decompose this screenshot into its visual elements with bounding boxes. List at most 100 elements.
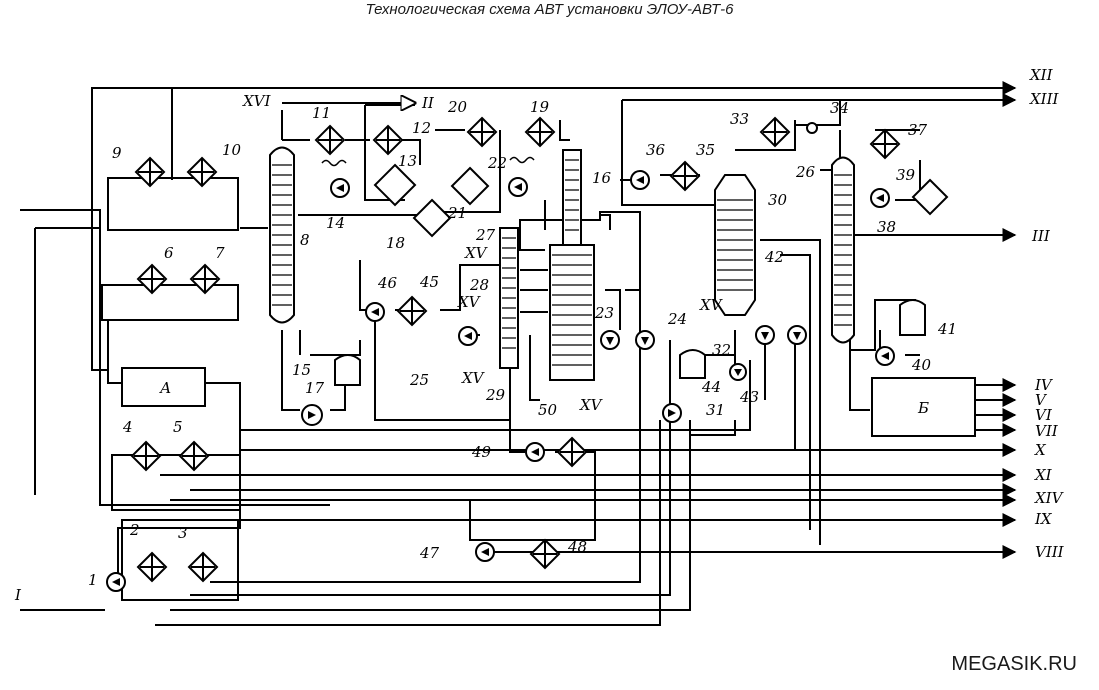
label-10: 10 (222, 141, 242, 159)
stream-vi: VI (1035, 406, 1053, 424)
label-37: 37 (908, 121, 928, 139)
label-16: 16 (592, 169, 612, 187)
stream-xv-30: XV (699, 296, 724, 314)
pipe-xiii-drop (621, 100, 715, 206)
vessel-39 (911, 178, 949, 216)
label-49: 49 (471, 443, 492, 461)
vessel-41 (899, 299, 926, 336)
label-14: 14 (326, 214, 345, 232)
label-26: 26 (795, 163, 816, 181)
label-27: 27 (475, 226, 496, 244)
label-1: 1 (88, 571, 98, 589)
block-b-label: Б (917, 399, 929, 417)
heat-exchangers (130, 116, 901, 583)
pipelines (20, 81, 1015, 626)
hx-20 (466, 116, 498, 148)
label-48: 48 (567, 538, 587, 556)
hx-12 (372, 124, 404, 156)
label-45: 45 (419, 273, 439, 291)
label-44: 44 (701, 378, 721, 396)
label-9: 9 (112, 144, 122, 162)
pipe-left-2 (34, 227, 100, 495)
hx-37 (869, 128, 901, 160)
pipe-xii-drop (91, 88, 108, 371)
air-coolers (321, 156, 535, 167)
hx-11 (314, 124, 346, 156)
stream-xiii: XIII (1029, 90, 1060, 108)
hx-10 (186, 156, 218, 188)
hx-7 (189, 263, 221, 295)
label-4: 4 (122, 418, 133, 436)
vessel-18 (412, 198, 452, 238)
label-22: 22 (487, 154, 507, 172)
vessel-44 (679, 349, 706, 379)
label-47: 47 (419, 544, 440, 562)
label-30: 30 (768, 191, 788, 209)
ejector-34 (806, 122, 818, 134)
stream-ix: IX (1034, 510, 1053, 528)
label-43: 43 (739, 388, 759, 406)
stream-i: I (14, 586, 22, 604)
stream-vii: VII (1035, 422, 1059, 440)
label-8: 8 (300, 231, 310, 249)
label-41: 41 (937, 320, 957, 338)
label-12: 12 (412, 119, 431, 137)
stream-ii: II (421, 94, 435, 112)
diagram-title: Технологическая схема АВТ установки ЭЛОУ… (365, 1, 734, 18)
stream-xv-29: XV (461, 369, 486, 387)
stream-xv-27: XV (464, 244, 489, 262)
label-21: 21 (447, 204, 467, 222)
label-13: 13 (398, 152, 417, 170)
label-17: 17 (305, 379, 325, 397)
vessels (334, 163, 949, 386)
label-3: 3 (178, 524, 188, 542)
label-32: 32 (712, 341, 731, 359)
label-38: 38 (877, 218, 896, 236)
stream-v: V (1035, 391, 1048, 409)
hx-6 (136, 263, 168, 295)
stream-iii: III (1031, 227, 1051, 245)
hx-4 (130, 440, 162, 472)
watermark: MEGASIK.RU (951, 653, 1077, 675)
hx-5 (178, 440, 210, 472)
block-a-label: А (159, 379, 171, 397)
hx-33 (759, 116, 791, 148)
vessel-13 (373, 163, 417, 207)
label-20: 20 (447, 98, 468, 116)
label-11: 11 (312, 104, 331, 122)
label-29: 29 (485, 386, 506, 404)
hx-2 (136, 551, 168, 583)
column-26 (831, 156, 855, 344)
stream-viii: VIII (1035, 543, 1065, 561)
vessel-15 (334, 354, 361, 386)
hx-45 (396, 295, 428, 327)
block-a (121, 367, 206, 407)
label-39: 39 (896, 166, 916, 184)
pipe-left-1 (20, 209, 330, 506)
pipe-loop-9-10 (107, 177, 239, 231)
stream-xi: XI (1034, 466, 1053, 484)
stream-xv-16: XV (579, 396, 604, 414)
label-46: 46 (377, 274, 398, 292)
label-2: 2 (129, 521, 140, 539)
label-31: 31 (706, 401, 725, 419)
stream-iv: IV (1034, 376, 1054, 394)
label-36: 36 (646, 141, 666, 159)
label-25: 25 (409, 371, 429, 389)
hx-3 (187, 551, 219, 583)
label-50: 50 (538, 401, 558, 419)
stream-xv-28: XV (457, 293, 482, 311)
stream-xiv: XIV (1034, 489, 1065, 507)
pipe-loop-4-5 (111, 454, 241, 511)
hx-50 (556, 436, 588, 468)
column-16 (549, 149, 595, 381)
label-33: 33 (730, 110, 749, 128)
stream-xvi: XVI (242, 92, 272, 110)
label-28: 28 (469, 276, 489, 294)
label-19: 19 (530, 98, 550, 116)
vessel-21 (450, 166, 490, 206)
stream-x: X (1034, 441, 1047, 459)
column-30 (714, 174, 756, 316)
label-18: 18 (386, 234, 405, 252)
